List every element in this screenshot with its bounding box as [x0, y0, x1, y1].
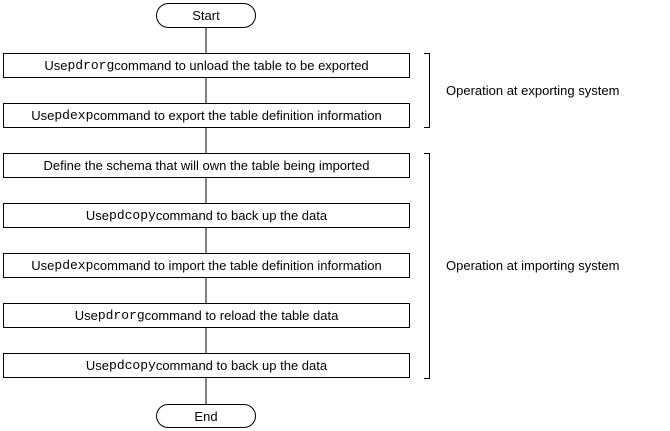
step-text-before: Use — [74, 308, 98, 323]
import-group-bracket — [424, 153, 430, 379]
start-terminal: Start — [156, 3, 256, 28]
step-command: pdexp — [54, 108, 94, 123]
step-text-after: command to export the table definition i… — [93, 108, 382, 123]
step-reload-table: Use pdrorg command to reload the table d… — [3, 303, 410, 328]
step-command: pdcopy — [109, 358, 156, 373]
step-text-after: command to unload the table to be export… — [114, 58, 369, 73]
step-text-before: Use — [44, 58, 68, 73]
step-backup-data-2: Use pdcopy command to back up the data — [3, 353, 410, 378]
step-command: pdcopy — [109, 208, 156, 223]
start-label: Start — [192, 8, 220, 23]
step-text-before: Use — [85, 358, 110, 373]
import-group-label: Operation at importing system — [446, 258, 620, 273]
step-backup-data-1: Use pdcopy command to back up the data — [3, 203, 410, 228]
export-group-label: Operation at exporting system — [446, 83, 620, 98]
step-import-definition: Use pdexp command to import the table de… — [3, 253, 410, 278]
step-command: pdrorg — [97, 308, 145, 323]
step-export-definition: Use pdexp command to export the table de… — [3, 103, 410, 128]
export-group-bracket — [424, 53, 430, 128]
end-terminal: End — [156, 404, 256, 428]
step-text-before: Define the schema that will own the tabl… — [43, 158, 370, 173]
step-text-after: command to back up the data — [155, 358, 328, 373]
end-label: End — [194, 408, 218, 424]
step-command: pdrorg — [67, 58, 115, 73]
step-text-before: Use — [85, 208, 110, 223]
step-command: pdexp — [54, 258, 94, 273]
step-text-after: command to import the table definition i… — [93, 258, 382, 273]
step-text-before: Use — [31, 258, 55, 273]
step-unload-table: Use pdrorg command to unload the table t… — [3, 53, 410, 78]
step-text-after: command to reload the table data — [144, 308, 339, 323]
step-text-before: Use — [31, 108, 55, 123]
step-define-schema: Define the schema that will own the tabl… — [3, 153, 410, 178]
step-text-after: command to back up the data — [155, 208, 328, 223]
